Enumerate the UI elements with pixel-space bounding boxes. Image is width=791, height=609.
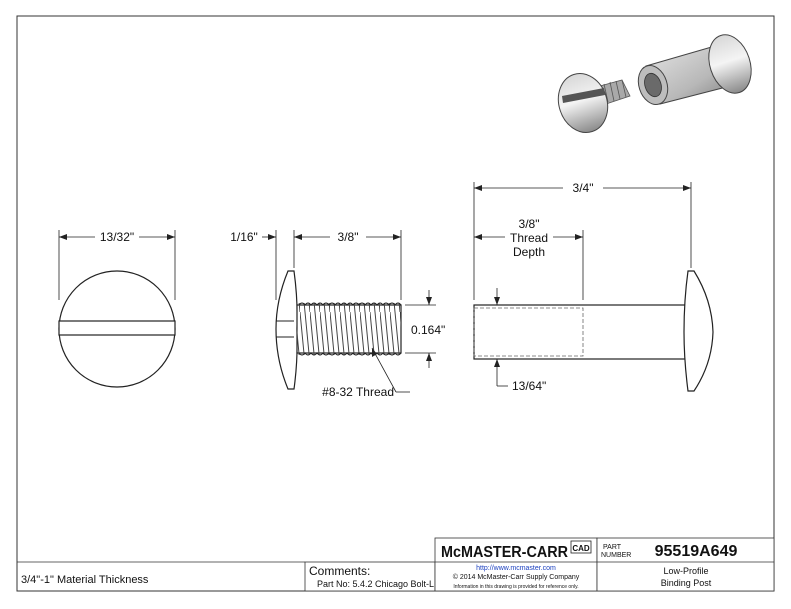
- screw-slot: [58, 320, 176, 336]
- head-front-view: 13/32": [58, 230, 176, 388]
- part-number-label-1: PART: [603, 544, 622, 551]
- mcmaster-logo: McMASTER-CARR: [441, 544, 568, 561]
- material-thickness-note: 3/4"-1" Material Thickness: [21, 574, 149, 586]
- dim-post-diameter: 13/64": [512, 379, 546, 393]
- dim-thread-diameter: 0.164": [411, 323, 445, 337]
- dim-screw-length: 3/8": [338, 230, 359, 244]
- dim-post-length: 3/4": [573, 181, 594, 195]
- svg-text:CAD: CAD: [572, 544, 590, 553]
- isometric-render: [557, 34, 752, 133]
- post-side-view: 3/4" 3/8" Thread Depth 13/64": [473, 181, 714, 393]
- comments-label: Comments:: [309, 564, 370, 578]
- isometric-post: [637, 34, 752, 106]
- part-number-label-2: NUMBER: [601, 552, 631, 559]
- dim-thread-depth-line3: Depth: [513, 245, 545, 259]
- dim-thread-depth-line2: Thread: [510, 231, 548, 245]
- isometric-screw: [557, 73, 631, 133]
- description-line2: Binding Post: [661, 578, 712, 588]
- comments-text: Part No: 5.4.2 Chicago Bolt-L: [317, 579, 434, 589]
- title-block: 3/4"-1" Material Thickness Comments: Par…: [17, 537, 775, 592]
- cad-mark: CAD: [570, 540, 592, 554]
- description-line1: Low-Profile: [663, 566, 708, 576]
- dim-head-height: 1/16": [230, 230, 258, 244]
- mcmaster-url[interactable]: http://www.mcmaster.com: [476, 565, 556, 572]
- part-number: 95519A649: [655, 543, 738, 560]
- screw-side-view: 1/16" 3/8" 0.164" #8-32 Thread: [230, 230, 445, 399]
- label-thread-spec: #8-32 Thread: [322, 385, 394, 399]
- copyright-text: © 2014 McMaster-Carr Supply Company: [453, 573, 580, 581]
- dim-head-diameter: 13/32": [100, 230, 134, 244]
- disclaimer-text: Information in this drawing is provided …: [453, 584, 578, 590]
- internal-thread-hidden: [473, 307, 584, 357]
- dim-thread-depth-line1: 3/8": [519, 217, 540, 231]
